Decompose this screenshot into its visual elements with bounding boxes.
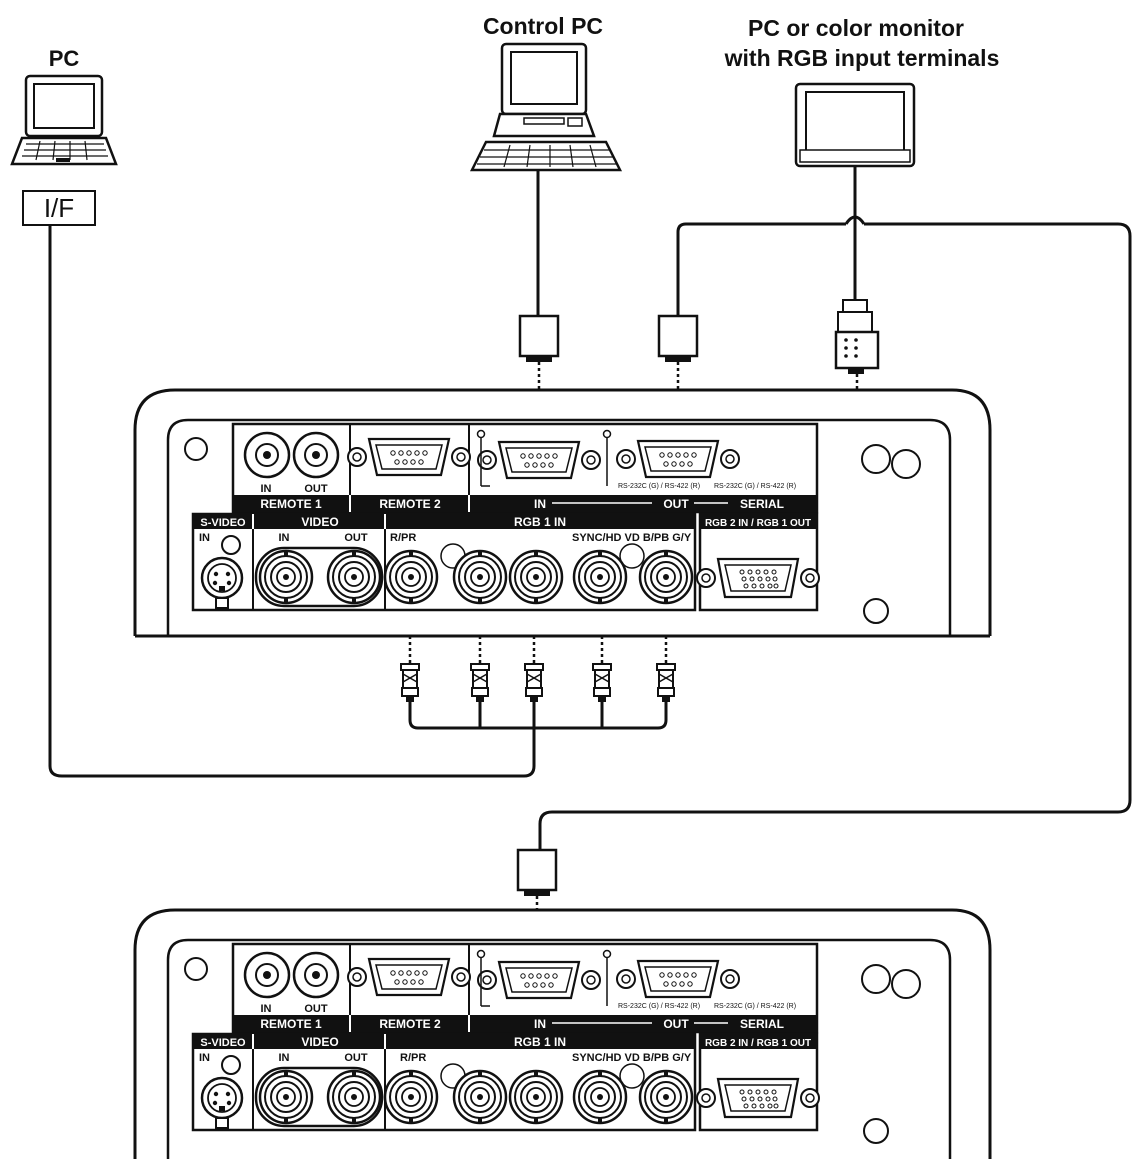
serial-out-cable-a (676, 222, 846, 318)
monitor-icon (794, 82, 916, 168)
serial-out-spec-label: RS-232C (G) / RS-422 (R) (714, 483, 796, 490)
serial-out-spec-label-2: RS-232C (G) / RS-422 (R) (714, 1003, 796, 1010)
remote2-label: REMOTE 2 (379, 497, 441, 511)
control-pc-icon (469, 42, 623, 172)
video-in-label-2: IN (279, 1052, 290, 1064)
remote1-out-label-2: OUT (304, 1003, 328, 1015)
cables (48, 166, 1132, 850)
serial-in-plug-icon (518, 314, 560, 362)
rgb1-in-label: RGB 1 IN (514, 515, 566, 529)
projector-panel-1: IN OUT RS-232C (G) / RS-422 (R) RS-232C … (133, 388, 992, 638)
remote1-label: REMOTE 1 (260, 497, 322, 511)
bnc-plug-b-icon (470, 663, 490, 703)
rgb2-label: RGB 2 IN / RGB 1 OUT (705, 518, 811, 529)
bnc-harness (408, 702, 668, 730)
serial-out-plug-icon (657, 314, 699, 362)
second-serial-plug-icon (516, 848, 558, 896)
r-pr-label-2: R/PR (400, 1052, 426, 1064)
monitor-label-line2: with RGB input terminals (724, 45, 1000, 71)
video-label: VIDEO (301, 515, 338, 529)
bnc-plug-r-icon (400, 663, 420, 703)
serial-out-cable-b (538, 222, 1132, 850)
cable-crossover (844, 215, 866, 225)
remote1-label-2: REMOTE 1 (260, 1017, 322, 1031)
monitor-label-line1: PC or color monitor (748, 15, 964, 41)
control-pc-label: Control PC (483, 13, 603, 39)
svideo-label: S-VIDEO (200, 517, 246, 529)
bnc-plug-sync-icon (592, 663, 612, 703)
interface-box (22, 190, 96, 226)
svideo-in-label: IN (199, 532, 210, 544)
remote1-in-label: IN (261, 483, 272, 495)
video-out-label: OUT (344, 532, 368, 544)
serial-out-label-2: OUT (663, 1017, 689, 1031)
r-pr-label: R/PR (390, 532, 416, 544)
serial-in-label: IN (534, 497, 546, 511)
pc-laptop-icon (10, 74, 118, 166)
projector-panel-2: IN OUT RS-232C (G) / RS-422 (R) RS-232C … (133, 908, 992, 1159)
sync-labels: SYNC/HD VD B/PB G/Y (572, 532, 692, 544)
bnc-plug-g-icon (524, 663, 544, 703)
video-in-label: IN (279, 532, 290, 544)
serial-in-spec-label: RS-232C (G) / RS-422 (R) (618, 483, 700, 490)
serial-in-spec-label-2: RS-232C (G) / RS-422 (R) (618, 1003, 700, 1010)
pc-cable (48, 225, 536, 778)
pc-label: PC (49, 46, 80, 71)
rgb1-in-label-2: RGB 1 IN (514, 1035, 566, 1049)
serial-label-2: SERIAL (740, 1017, 784, 1031)
video-label-2: VIDEO (301, 1035, 338, 1049)
svideo-label-2: S-VIDEO (200, 1037, 246, 1049)
remote1-out-label: OUT (304, 483, 328, 495)
sync-labels-2: SYNC/HD VD B/PB G/Y (572, 1052, 692, 1064)
remote1-in-label-2: IN (261, 1003, 272, 1015)
serial-out-label: OUT (663, 497, 689, 511)
remote2-label-2: REMOTE 2 (379, 1017, 441, 1031)
serial-label: SERIAL (740, 497, 784, 511)
rgb-plug-icon (834, 299, 880, 374)
video-out-label-2: OUT (344, 1052, 368, 1064)
bnc-plug-vd-icon (656, 663, 676, 703)
svideo-in-label-2: IN (199, 1052, 210, 1064)
interface-label: I/F (44, 193, 74, 223)
serial-in-label-2: IN (534, 1017, 546, 1031)
rgb2-label-2: RGB 2 IN / RGB 1 OUT (705, 1038, 811, 1049)
